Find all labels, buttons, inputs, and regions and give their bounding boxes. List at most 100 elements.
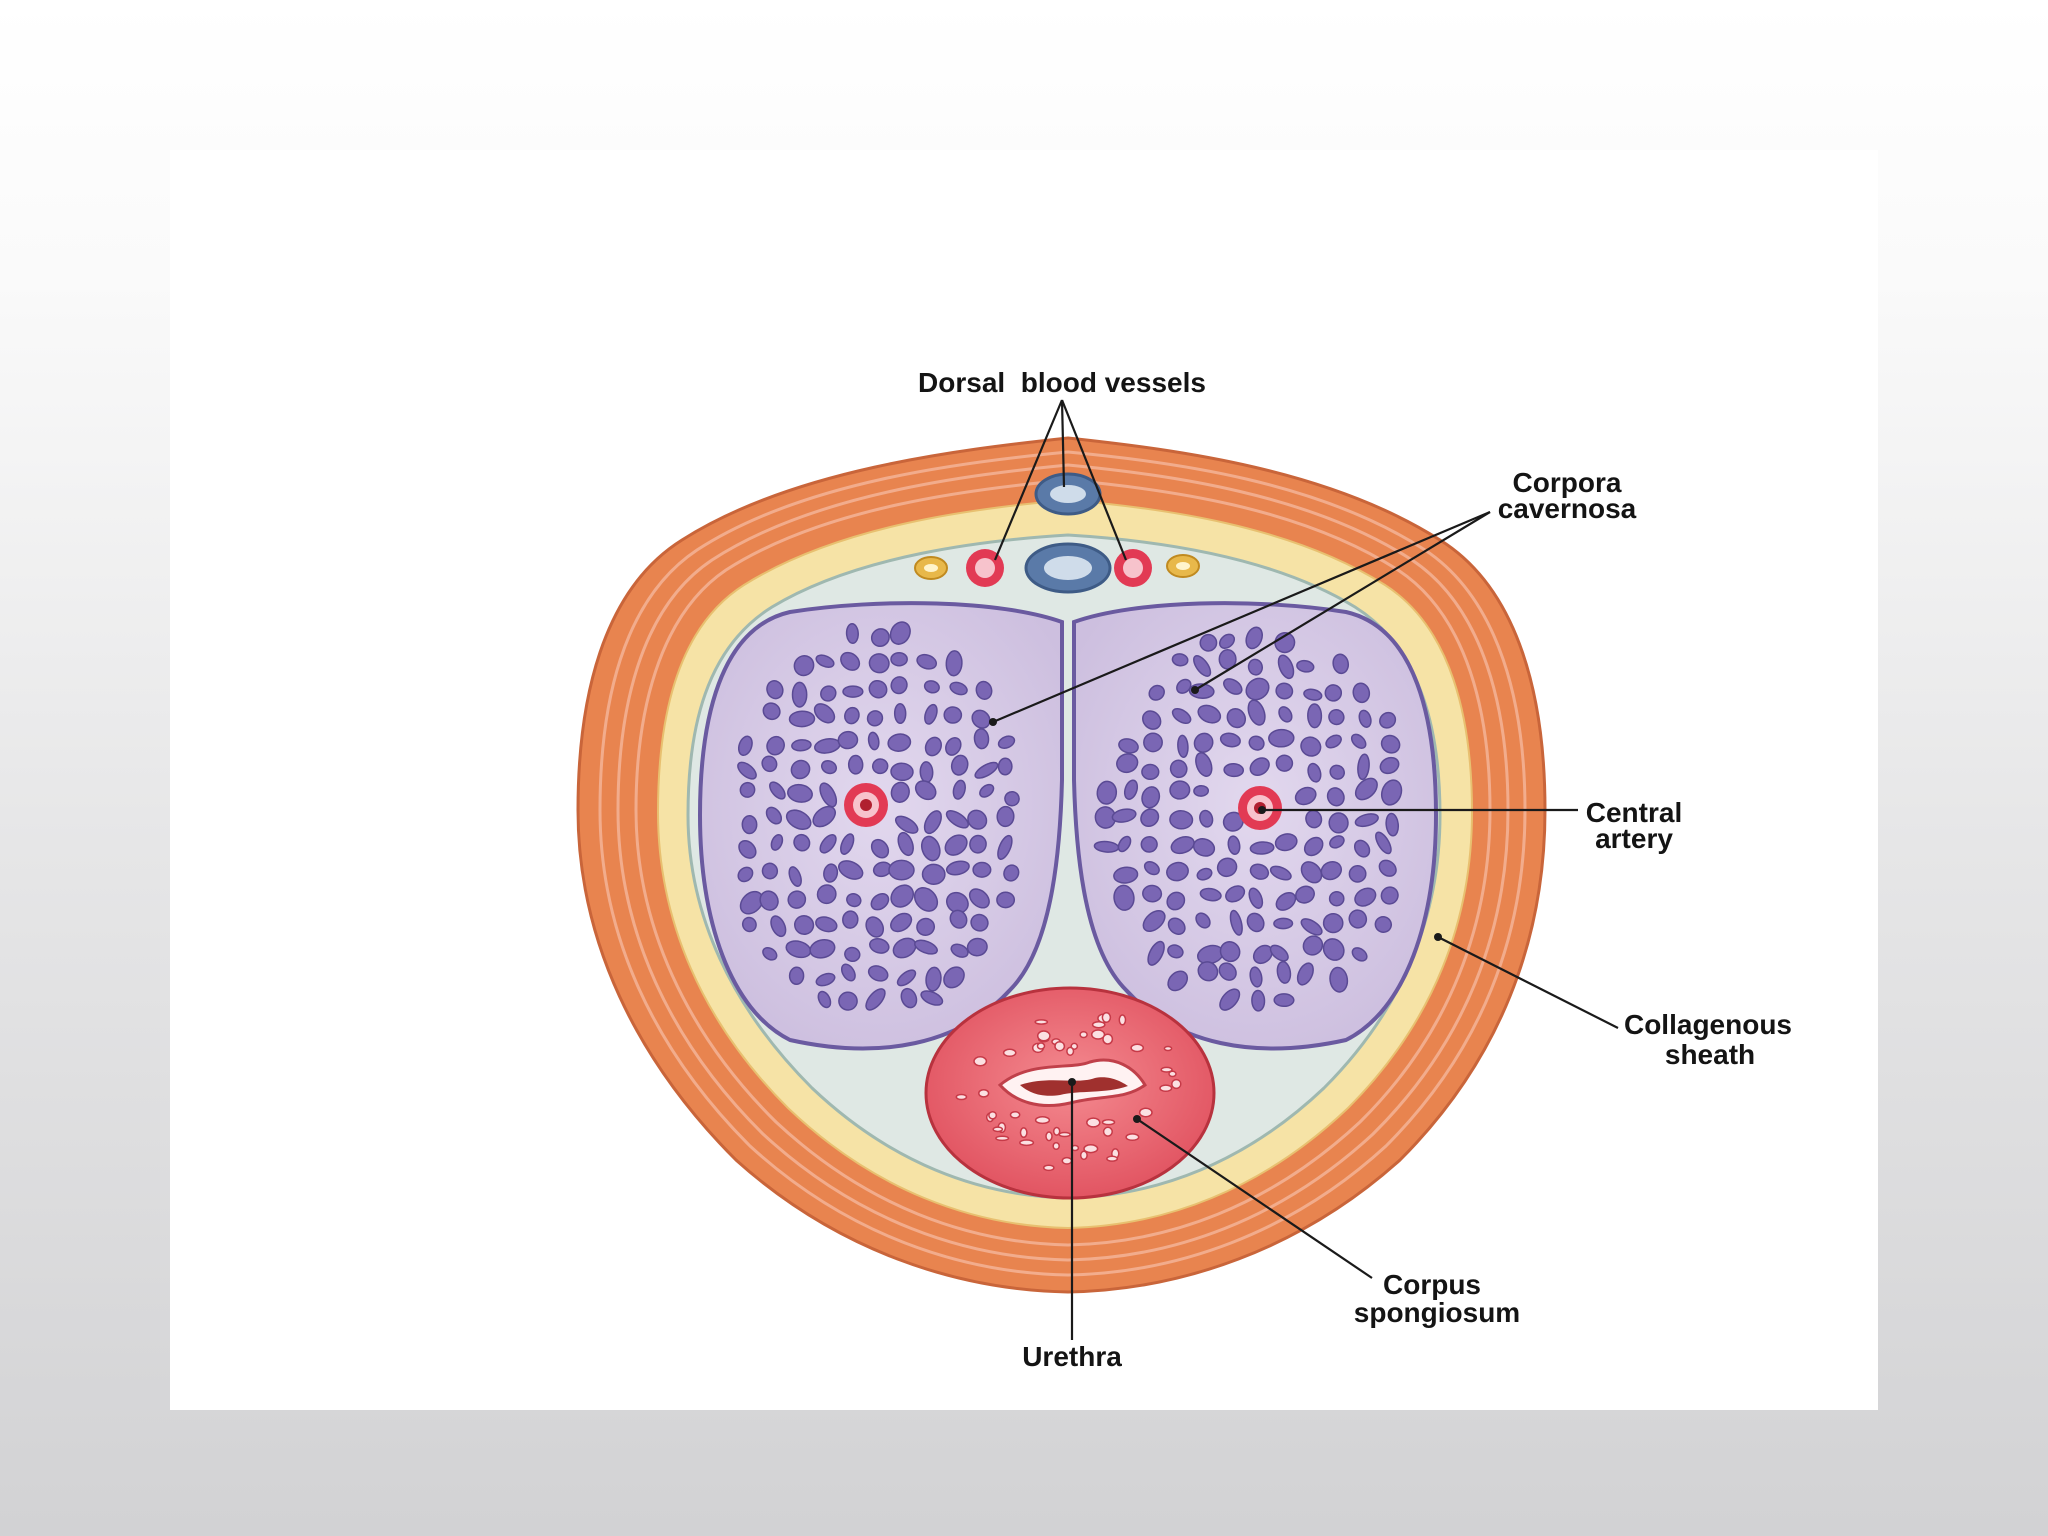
cavernous-sinus (1269, 944, 1289, 962)
cavernous-sinus (871, 758, 889, 775)
cavernous-sinus (869, 937, 890, 954)
spongiosum-space (1058, 1131, 1071, 1138)
cavernous-sinus (870, 838, 890, 859)
cavernous-sinus (997, 735, 1016, 749)
cavernous-sinus (787, 783, 813, 803)
cavernous-sinus (1374, 916, 1393, 933)
cavernous-sinus (1351, 947, 1368, 962)
cavernous-sinus (769, 781, 786, 800)
cavernous-sinus (889, 621, 911, 645)
cavernous-sinus (1169, 780, 1191, 800)
cavernous-sinus (823, 863, 839, 883)
cavernous-sinus (809, 938, 836, 959)
cavernous-sinus (921, 863, 946, 885)
cavernous-sinus (1193, 655, 1212, 677)
cavernous-sinus (1307, 762, 1322, 783)
cavernous-sinus (1276, 960, 1292, 984)
label-corpus-spongiosum-line1: Corpus (1383, 1269, 1481, 1300)
cavernous-sinus (741, 814, 758, 835)
cavernous-sinus (890, 781, 910, 803)
cavernous-sinus (1247, 658, 1263, 676)
cavernous-sinus (819, 782, 838, 808)
spongiosum-space (1002, 1048, 1017, 1058)
label-central-artery-line2: artery (1595, 823, 1673, 854)
spongiosum-space (978, 1088, 990, 1098)
cavernous-sinus (765, 806, 783, 825)
cavernous-sinus (1300, 736, 1322, 757)
cavernous-sinus (979, 783, 995, 798)
cavernous-sinus (817, 990, 832, 1009)
cavernous-sinus (1249, 966, 1263, 988)
cavernous-sinus (1375, 831, 1392, 855)
cavernous-sinus (787, 890, 807, 909)
cavernous-sinus (793, 654, 815, 677)
cavernous-sinus (1380, 734, 1401, 754)
spongiosum-space (1052, 1141, 1060, 1151)
cavernous-sinus (737, 761, 757, 780)
cavernous-sinus (1296, 659, 1315, 673)
dorsal-nerve-right (1166, 554, 1200, 578)
corpus-cavernosum-left (697, 601, 1064, 1051)
cavernous-sinus (1249, 757, 1270, 776)
cavernous-sinus (973, 728, 990, 750)
cavernous-sinus (1171, 653, 1189, 667)
cavernous-sinus (1275, 754, 1294, 772)
cavernous-sinus (1248, 887, 1264, 909)
cavernous-sinus (838, 860, 864, 880)
cavernous-sinus (943, 706, 963, 724)
cavernous-sinus (920, 835, 941, 862)
cavernous-sinus (1169, 759, 1188, 779)
cavernous-sinus (766, 735, 785, 756)
cavernous-sinus (914, 780, 937, 801)
cavernous-sinus (1354, 887, 1377, 907)
cavernous-sinus (1199, 887, 1222, 902)
spongiosum-space (1054, 1040, 1066, 1052)
cavernous-sinus (813, 703, 836, 724)
spongiosum-space (1034, 1116, 1051, 1125)
cavernous-sinus (868, 653, 890, 674)
cavernous-sinus (924, 736, 942, 757)
cavernous-sinus (1219, 988, 1241, 1011)
cavernous-sinus (996, 805, 1015, 828)
cavernous-sinus (1328, 708, 1345, 726)
cavernous-sinus (943, 966, 965, 989)
cavernous-sinus (923, 680, 940, 694)
spongiosum-space (1091, 1020, 1106, 1029)
cavernous-sinus (1348, 865, 1367, 883)
cavernous-sinus (766, 680, 784, 700)
cavernous-sinus (842, 910, 859, 929)
cavernous-sinus (865, 988, 886, 1011)
cavernous-sinus (1218, 962, 1237, 981)
cavernous-sinus (844, 946, 861, 962)
spongiosum-space (1118, 1014, 1127, 1026)
cavernous-sinus (741, 916, 757, 933)
cavernous-sinus (870, 628, 890, 648)
cavernous-sinus (820, 759, 838, 775)
spongiosum-space (988, 1110, 998, 1120)
cavernous-sinus (1197, 961, 1219, 982)
cavernous-sinus (846, 893, 862, 908)
cavernous-sinus (997, 834, 1013, 860)
spongiosum-space (1159, 1084, 1173, 1093)
cavernous-sinus (1216, 857, 1238, 878)
cavernous-sinus (1380, 779, 1403, 806)
cavernous-sinus (1302, 935, 1324, 956)
cavernous-sinus (737, 735, 753, 757)
cavernous-sinus (1325, 734, 1342, 749)
cavernous-sinus (770, 915, 787, 938)
cavernous-sinus (970, 913, 989, 932)
cavernous-sinus (1300, 918, 1323, 936)
cavernous-sinus (1141, 786, 1161, 809)
spongiosum-spaces (955, 1012, 1182, 1172)
cavernous-sinus (1141, 763, 1160, 781)
cavernous-sinus (820, 685, 837, 702)
cavernous-sinus (949, 681, 968, 696)
spongiosum-space (1052, 1126, 1061, 1136)
cavernous-sinus (1329, 764, 1345, 780)
spongiosum-space (1130, 1043, 1145, 1053)
spongiosum-space (1138, 1107, 1153, 1118)
cavernous-sinus (1167, 970, 1189, 992)
cavernous-sinus (1328, 890, 1345, 907)
cavernous-sinus (1003, 864, 1020, 882)
cavernous-sinus (950, 754, 969, 776)
